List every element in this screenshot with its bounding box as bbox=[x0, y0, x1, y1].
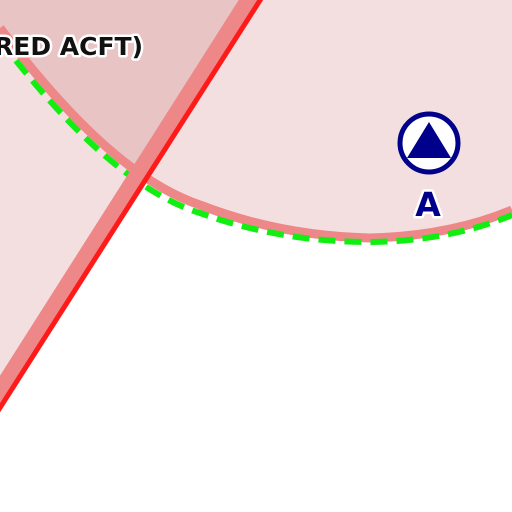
red-boundary-halo bbox=[0, 0, 258, 405]
airport-label-halo: A bbox=[415, 185, 441, 224]
airport-label: A bbox=[415, 185, 441, 224]
red-boundary-line bbox=[0, 0, 264, 413]
circle-boundary-halo bbox=[0, 25, 512, 243]
restricted-area-overlap bbox=[0, 0, 258, 175]
zone-label: RED ACFT) bbox=[0, 32, 143, 61]
airport-marker[interactable] bbox=[397, 111, 461, 175]
airport-triangle-icon bbox=[407, 122, 451, 158]
dashed-green-boundary bbox=[0, 38, 512, 246]
zone-label-halo: RED ACFT) bbox=[0, 32, 143, 61]
